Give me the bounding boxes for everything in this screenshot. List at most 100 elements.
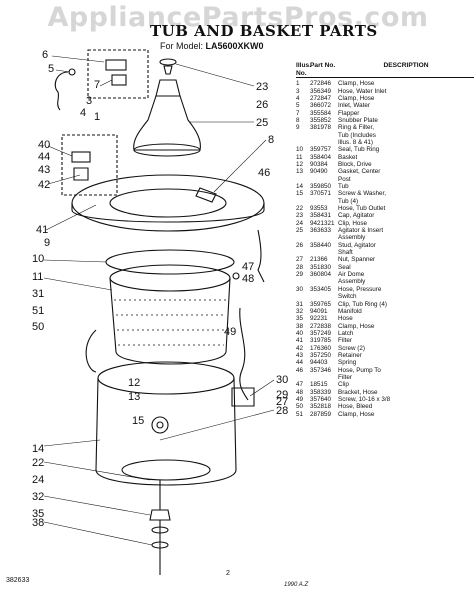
callout-26: 26 xyxy=(256,99,268,111)
illus-number xyxy=(296,293,310,300)
callout-24: 24 xyxy=(32,474,44,486)
callout-30: 30 xyxy=(276,374,288,386)
callout-10: 10 xyxy=(32,253,44,265)
callout-46: 46 xyxy=(258,167,270,179)
part-number: 358431 xyxy=(310,212,332,220)
illus-number xyxy=(296,198,310,205)
callout-15: 15 xyxy=(132,415,144,427)
part-number: 94091 xyxy=(310,307,328,315)
part-description: Post xyxy=(338,175,351,183)
callout-8: 8 xyxy=(268,134,274,146)
part-description: Hose, Bleed xyxy=(338,403,373,411)
part-description: Screw, 10-16 x 3/8 xyxy=(338,395,391,403)
callout-40: 40 xyxy=(38,139,50,151)
illus-number: 22 xyxy=(296,205,304,213)
table-row: Tub (4) xyxy=(296,198,474,205)
illus-number: 24 xyxy=(296,219,304,227)
part-description: Illus. 8 & 41) xyxy=(338,138,373,146)
table-row: Shaft xyxy=(296,249,474,256)
illus-number: 35 xyxy=(296,315,304,323)
inlet-group-box xyxy=(87,49,149,99)
tub-ring-seal xyxy=(105,249,235,275)
bleed-hose xyxy=(85,329,97,373)
part-description: Block, Drive xyxy=(338,160,372,168)
snubber-plate xyxy=(195,187,217,203)
filter-retainer xyxy=(73,167,89,181)
part-number: 176360 xyxy=(310,344,332,352)
description-column-header: DESCRIPTION xyxy=(383,62,429,69)
part-number xyxy=(310,139,338,146)
part-number: 94403 xyxy=(310,359,328,367)
illus-number: 40 xyxy=(296,329,304,337)
part-description: Inlet, Water xyxy=(338,102,370,110)
part-description: Ring & Filter, xyxy=(338,124,375,132)
part-description: Hose xyxy=(338,315,353,323)
part-number: 357346 xyxy=(310,366,332,374)
callout-50: 50 xyxy=(32,321,44,333)
illus-number: 4 xyxy=(296,94,300,102)
illus-number: 10 xyxy=(296,146,304,154)
part-number: 319785 xyxy=(310,337,332,345)
part-number xyxy=(310,374,338,381)
part-description: Screw & Washer, xyxy=(338,190,387,198)
part-number: 359757 xyxy=(310,146,332,154)
callout-25: 25 xyxy=(256,117,268,129)
part-number: 90384 xyxy=(310,160,328,168)
part-number xyxy=(310,198,338,205)
part-number: 357249 xyxy=(310,329,332,337)
illus-number: 23 xyxy=(296,212,304,220)
table-row: Assembly xyxy=(296,234,474,241)
part-description: Filter xyxy=(338,337,352,345)
part-number: 272847 xyxy=(310,94,332,102)
part-description: Hose, Pump To xyxy=(338,366,381,374)
parts-list-header: Illus. No. Part No. DESCRIPTION xyxy=(296,62,474,79)
part-description: Tub (4) xyxy=(338,197,359,205)
illus-number: 12 xyxy=(296,160,304,168)
illus-number: 44 xyxy=(296,359,304,367)
part-number: 363633 xyxy=(310,227,332,235)
callout-48: 48 xyxy=(242,273,254,285)
illus-number: 1 xyxy=(296,80,300,88)
table-row: Filter xyxy=(296,374,474,381)
callout-49: 49 xyxy=(224,326,236,338)
table-row: 12 90384 Block, Drive xyxy=(296,161,474,168)
part-number: 357640 xyxy=(310,395,332,403)
part-number xyxy=(310,278,338,285)
filter-latch-box xyxy=(61,134,118,196)
table-row: Assembly xyxy=(296,278,474,285)
part-description: Clip xyxy=(338,381,349,389)
part-number: 356349 xyxy=(310,87,332,95)
part-description: Retainer xyxy=(338,351,362,359)
part-description: Snubber Plate xyxy=(338,116,378,124)
illus-number: 13 xyxy=(296,168,304,176)
part-description: Stud, Agitator xyxy=(338,241,376,249)
callout-9: 9 xyxy=(44,237,50,249)
part-description: Basket xyxy=(338,153,358,161)
watermark: AppliancePartsPros.com xyxy=(47,2,429,33)
part-number: 358404 xyxy=(310,153,332,161)
illus-number: 46 xyxy=(296,366,304,374)
part-column-header: Part No. xyxy=(310,62,336,69)
tub-ring xyxy=(71,174,265,232)
part-description: Spring xyxy=(338,359,357,367)
callout-7: 7 xyxy=(94,79,100,91)
part-description: Clamp, Hose xyxy=(338,410,375,418)
part-description: Latch xyxy=(338,329,354,337)
part-description: Clamp, Hose xyxy=(338,80,375,88)
part-description: Seal xyxy=(338,263,351,271)
callout-3: 3 xyxy=(86,95,92,107)
illus-number xyxy=(296,132,310,139)
